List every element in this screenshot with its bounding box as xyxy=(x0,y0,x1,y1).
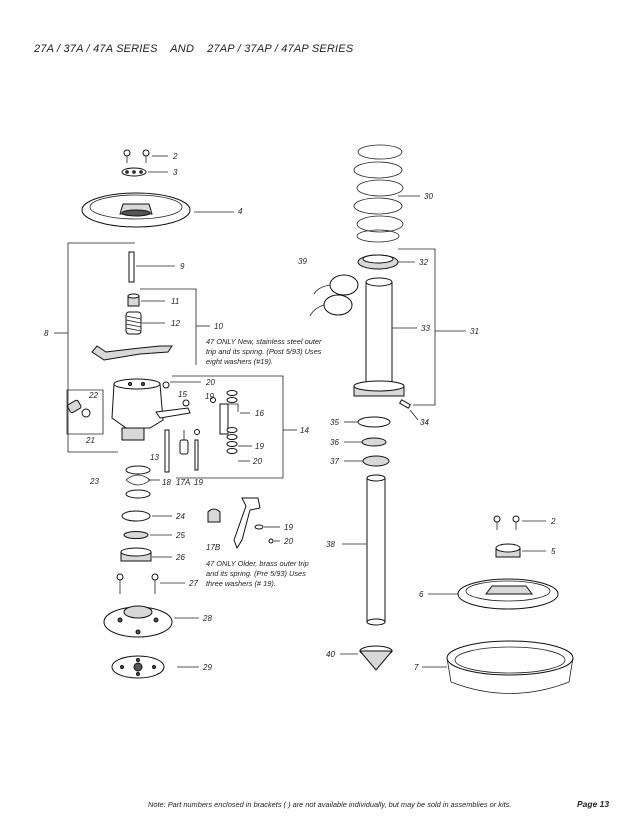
diaphragms-39 xyxy=(309,274,359,317)
callout-3: 3 xyxy=(173,168,178,177)
callout-17b: 17B xyxy=(206,543,221,552)
callout-18: 18 xyxy=(162,478,171,487)
callout-27: 27 xyxy=(188,579,198,588)
callout-20: 20 xyxy=(205,378,215,387)
header-series-a: 27A / 37A / 47A SERIES xyxy=(34,43,158,55)
callout-33: 33 xyxy=(421,324,430,333)
callout-12: 12 xyxy=(171,319,180,328)
gasket-29 xyxy=(111,655,165,679)
callout-8: 8 xyxy=(44,329,49,338)
callout-30: 30 xyxy=(424,192,433,201)
callout-19: 19 xyxy=(255,442,264,451)
base-28 xyxy=(103,605,173,638)
callout-17a: 17A xyxy=(176,478,190,487)
strainer-40 xyxy=(358,645,394,671)
callout-22: 22 xyxy=(88,391,98,400)
callout-13: 13 xyxy=(150,453,159,462)
note-new-stainless-trip: 47 ONLY New, stainless steel outer trip … xyxy=(206,337,322,366)
leader-lines-right xyxy=(340,195,546,668)
callout-32: 32 xyxy=(419,258,428,267)
header-series-ap: 27AP / 37AP / 47AP SERIES xyxy=(207,43,354,55)
callout-16: 16 xyxy=(255,409,264,418)
cap-32 xyxy=(357,254,399,270)
callout-24: 24 xyxy=(175,512,185,521)
ring-7 xyxy=(446,640,574,694)
screws-27 xyxy=(116,573,159,594)
callout-40: 40 xyxy=(326,650,335,659)
screw-pair-2b xyxy=(493,515,520,530)
washer-35 xyxy=(357,416,391,428)
callout-34: 34 xyxy=(420,418,429,427)
callout-39: 39 xyxy=(298,257,307,266)
pins-18-17a xyxy=(164,429,200,473)
callout-4: 4 xyxy=(238,207,243,216)
tube-38 xyxy=(366,474,386,626)
callout-7: 7 xyxy=(414,663,419,672)
cover-6 xyxy=(457,578,559,610)
callout-19: 19 xyxy=(284,523,293,532)
callout-19: 19 xyxy=(205,392,214,401)
callout-28: 28 xyxy=(202,614,212,623)
callout-labels: 2 3 4 9 11 12 10 8 20 15 19 16 14 19 20 … xyxy=(44,152,556,672)
washer-stack-19 xyxy=(226,390,238,454)
nut-11 xyxy=(127,293,140,307)
callout-2: 2 xyxy=(550,517,556,526)
leader-lines-left xyxy=(54,155,297,668)
cover-4 xyxy=(81,192,191,228)
oring-25 xyxy=(123,531,149,539)
rod-9 xyxy=(128,251,135,283)
cap-26 xyxy=(120,547,152,562)
insert-5 xyxy=(495,543,521,558)
callout-31: 31 xyxy=(470,327,479,336)
callout-29: 29 xyxy=(202,663,212,672)
callout-37: 37 xyxy=(330,457,339,466)
spring-30 xyxy=(353,144,404,243)
callout-2: 2 xyxy=(172,152,178,161)
callout-6: 6 xyxy=(419,590,424,599)
note-older-brass-trip: 47 ONLY Older, brass outer trip and its … xyxy=(206,559,309,588)
callout-20: 20 xyxy=(252,457,262,466)
callout-14: 14 xyxy=(300,426,309,435)
callout-23: 23 xyxy=(89,477,99,486)
page-header: 27A / 37A / 47A SERIES AND 27AP / 37AP /… xyxy=(34,43,353,55)
callout-38: 38 xyxy=(326,540,335,549)
callout-35: 35 xyxy=(330,418,339,427)
callout-21: 21 xyxy=(85,436,95,445)
fitting-22 xyxy=(67,399,91,418)
plate-3 xyxy=(121,167,147,177)
callout-11: 11 xyxy=(171,297,179,306)
trip-lever xyxy=(91,345,173,361)
cylinder-33 xyxy=(353,277,405,397)
valve-body-13 xyxy=(111,378,164,441)
washer-36 xyxy=(361,437,387,447)
callout-25: 25 xyxy=(175,531,185,540)
washer-37 xyxy=(362,455,390,467)
gasket-23 xyxy=(125,465,151,499)
callout-36: 36 xyxy=(330,438,339,447)
callout-9: 9 xyxy=(180,262,185,271)
callout-15: 15 xyxy=(178,390,187,399)
callout-26: 26 xyxy=(175,553,185,562)
pin-34 xyxy=(398,399,412,409)
spring-12 xyxy=(125,311,142,335)
screw-pair-2 xyxy=(123,149,150,163)
header-and: AND xyxy=(170,43,195,55)
callout-5: 5 xyxy=(551,547,556,556)
page-number: Page 13 xyxy=(577,799,610,809)
callout-19: 19 xyxy=(194,478,203,487)
trip-small-parts xyxy=(155,381,239,435)
footer-note: Note: Part numbers enclosed in brackets … xyxy=(148,800,512,809)
callout-20: 20 xyxy=(283,537,293,546)
washer-24 xyxy=(121,510,151,522)
callout-10: 10 xyxy=(214,322,223,331)
outer-trip-17b xyxy=(207,497,274,550)
